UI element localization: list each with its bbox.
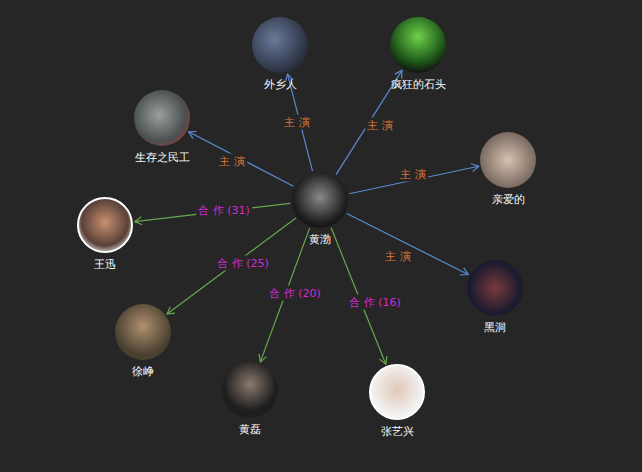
person-node: 徐峥: [88, 304, 198, 379]
edge-label: 主 演: [398, 167, 428, 182]
avatar-circle: [292, 172, 348, 228]
node-label: 生存之民工: [107, 150, 217, 165]
node-label: 王迅: [50, 257, 160, 272]
node-label: 疯狂的石头: [363, 77, 473, 92]
avatar-circle: [480, 132, 536, 188]
node-label: 徐峥: [88, 364, 198, 379]
node-label: 外乡人: [225, 77, 335, 92]
avatar-circle: [134, 90, 190, 146]
node-label: 亲爱的: [453, 192, 563, 207]
edge-label: 合 作 (20): [267, 286, 323, 301]
node-label: 黄磊: [195, 422, 305, 437]
person-node: 生存之民工: [107, 90, 217, 165]
relation-connector: [135, 203, 290, 221]
person-node: 张艺兴: [342, 364, 452, 439]
avatar-circle: [467, 260, 523, 316]
person-node: 亲爱的: [453, 132, 563, 207]
edge-label: 主 演: [217, 154, 247, 169]
edge-label: 合 作 (31): [196, 203, 252, 218]
node-label: 黑洞: [440, 320, 550, 335]
relation-connector: [347, 213, 468, 274]
node-label: 黄渤: [265, 232, 375, 247]
person-node: 疯狂的石头: [363, 17, 473, 92]
avatar-circle: [222, 362, 278, 418]
person-node: 黑洞: [440, 260, 550, 335]
node-label: 张艺兴: [342, 424, 452, 439]
avatar-circle: [390, 17, 446, 73]
person-node: 黄磊: [195, 362, 305, 437]
avatar-circle: [115, 304, 171, 360]
relation-connector: [189, 132, 294, 186]
relation-connector: [349, 166, 478, 194]
avatar-circle: [252, 17, 308, 73]
person-node: 外乡人: [225, 17, 335, 92]
edge-label: 主 演: [282, 115, 312, 130]
edge-label: 合 作 (25): [215, 256, 271, 271]
edge-label: 主 演: [365, 118, 395, 133]
person-node: 黄渤: [265, 172, 375, 247]
edge-label: 主 演: [383, 249, 413, 264]
avatar-circle: [369, 364, 425, 420]
avatar-circle: [77, 197, 133, 253]
edge-label: 合 作 (16): [347, 295, 403, 310]
person-node: 王迅: [50, 197, 160, 272]
